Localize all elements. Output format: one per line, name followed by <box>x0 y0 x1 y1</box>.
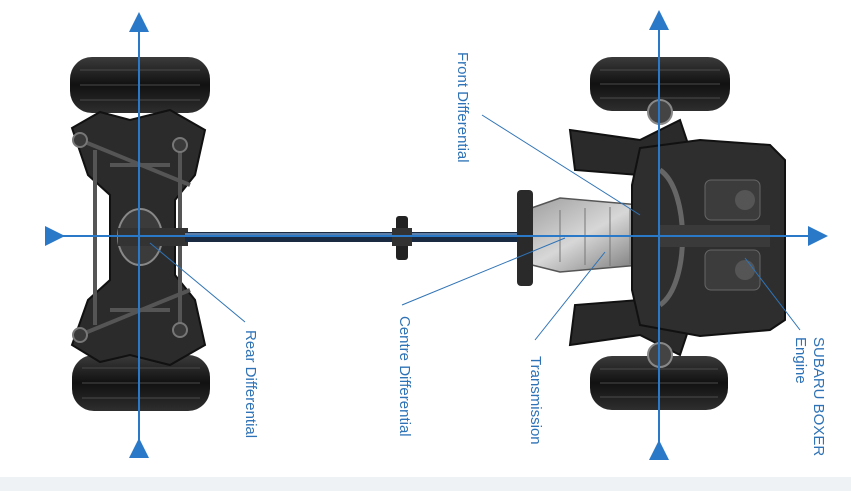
bottom-band <box>0 477 851 491</box>
label-engine-line2: Engine <box>792 337 809 384</box>
direction-arrows <box>45 10 828 460</box>
label-front-differential: Front Differential <box>454 52 471 163</box>
propeller-shaft <box>185 216 520 260</box>
front-assembly <box>517 57 786 410</box>
label-engine-line1: SUBARU BOXER <box>810 337 827 457</box>
leader-lines <box>149 114 801 341</box>
label-rear-differential: Rear Differential <box>242 330 259 439</box>
label-transmission: Transmission <box>527 356 544 445</box>
label-centre-differential: Centre Differential <box>396 316 413 437</box>
